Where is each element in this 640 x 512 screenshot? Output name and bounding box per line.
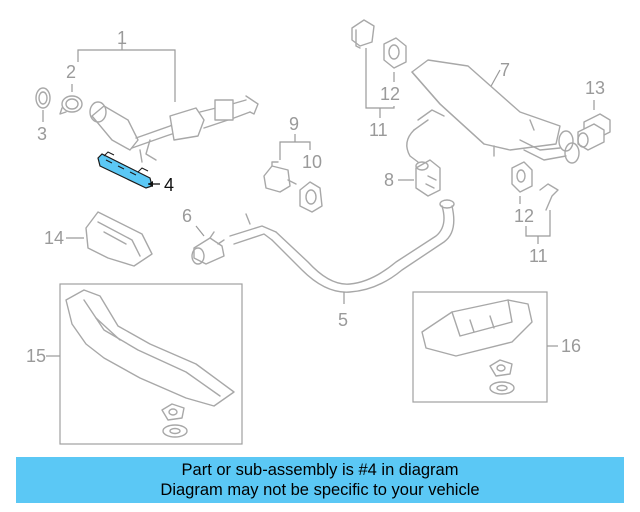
part-2-clamp: 2 <box>59 62 83 115</box>
callout-7: 7 <box>500 60 510 80</box>
part-16-rear-heat-shield: 16 <box>412 291 581 403</box>
part-4-bracket: 4 <box>97 151 174 195</box>
callout-2: 2 <box>66 62 76 82</box>
exhaust-system-diagram: 1 2 3 4 1 <box>26 19 611 445</box>
part-6-clamp: 6 <box>182 206 225 265</box>
part-14-heat-shield: 14 <box>44 211 153 267</box>
part-7-rear-muffler: 7 <box>406 59 580 164</box>
part-8-connector: 8 <box>384 159 441 197</box>
callout-12a: 12 <box>380 84 400 104</box>
part-11-12-rear-mounts: 12 11 <box>511 161 559 266</box>
callout-15: 15 <box>26 346 46 366</box>
callout-8: 8 <box>384 170 394 190</box>
part-11-12-top-mounts: 12 11 <box>351 19 407 140</box>
banner-line-1: Part or sub-assembly is #4 in diagram <box>181 461 459 479</box>
callout-14: 14 <box>44 228 64 248</box>
part-15-underbody-shield: 15 <box>26 283 243 445</box>
info-banner: Part or sub-assembly is #4 in diagram Di… <box>16 457 624 503</box>
part-9-10-hanger-group: 9 10 <box>263 114 323 213</box>
callout-10: 10 <box>302 152 322 172</box>
callout-11a: 11 <box>369 120 388 140</box>
callout-11b: 11 <box>529 246 548 266</box>
callout-13: 13 <box>585 78 605 98</box>
part-5-intermediate-pipe: 5 <box>229 199 455 330</box>
part-3-gasket: 3 <box>35 87 51 144</box>
part-1-front-pipe-catalytic-converter <box>89 95 259 163</box>
callout-9: 9 <box>289 114 299 134</box>
callout-16: 16 <box>561 336 581 356</box>
callout-6: 6 <box>182 206 192 226</box>
callout-1-group: 1 <box>77 28 176 102</box>
callout-5: 5 <box>338 310 348 330</box>
banner-line-2: Diagram may not be specific to your vehi… <box>160 481 480 499</box>
callout-3: 3 <box>37 124 47 144</box>
callout-1: 1 <box>117 28 127 48</box>
part-13-tail-pipe-tips: 13 <box>577 78 611 151</box>
callout-12b: 12 <box>514 206 534 226</box>
callout-4: 4 <box>164 175 174 195</box>
